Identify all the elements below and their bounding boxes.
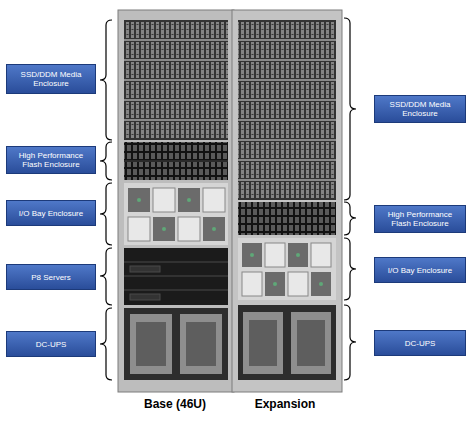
- media-enclosure: [238, 20, 336, 200]
- io-cards: [128, 188, 225, 241]
- callout-label-box: I/O Bay Enclosure: [6, 200, 96, 226]
- dc-ups: [238, 305, 336, 380]
- enclosure-dividers: [124, 40, 228, 120]
- label-text: High Performance Flash Enclosure: [10, 151, 92, 169]
- io-bay: [124, 183, 228, 245]
- flash-enclosure: [124, 142, 228, 180]
- label-text: DC-UPS: [36, 340, 67, 349]
- label-text: DC-UPS: [405, 339, 436, 348]
- label-text: P8 Servers: [31, 273, 71, 282]
- dc-ups: [124, 308, 228, 380]
- io-bay: [238, 238, 336, 300]
- label-text: I/O Bay Enclosure: [388, 266, 452, 275]
- rack-caption: Base (46U): [144, 397, 206, 411]
- label-text: I/O Bay Enclosure: [19, 209, 83, 218]
- rack-frame: [118, 10, 234, 392]
- rack-frame: [232, 10, 342, 392]
- enclosure-divider: [124, 160, 228, 162]
- callout-label-box: High Performance Flash Enclosure: [6, 146, 96, 174]
- callout-label-box: I/O Bay Enclosure: [374, 257, 466, 283]
- callout-label-box: P8 Servers: [6, 264, 96, 290]
- io-cards: [242, 243, 331, 296]
- ups-modules: [130, 314, 222, 374]
- callout-label-box: SSD/DDM Media Enclosure: [374, 95, 466, 123]
- callout-label-box: DC-UPS: [6, 331, 96, 357]
- media-enclosure: [124, 20, 228, 140]
- server-detail: [124, 262, 228, 300]
- ups-modules: [243, 312, 331, 374]
- callout-label-box: DC-UPS: [374, 330, 466, 356]
- callout-label-box: SSD/DDM Media Enclosure: [6, 64, 96, 94]
- bracket: [100, 18, 356, 380]
- flash-enclosure: [238, 202, 336, 235]
- label-text: High Performance Flash Enclosure: [378, 210, 462, 228]
- enclosure-dividers: [238, 40, 336, 180]
- rack-caption: Expansion: [255, 397, 316, 411]
- server: [124, 248, 228, 305]
- label-text: SSD/DDM Media Enclosure: [378, 100, 462, 118]
- label-text: SSD/DDM Media Enclosure: [10, 70, 92, 88]
- callout-label-box: High Performance Flash Enclosure: [374, 205, 466, 233]
